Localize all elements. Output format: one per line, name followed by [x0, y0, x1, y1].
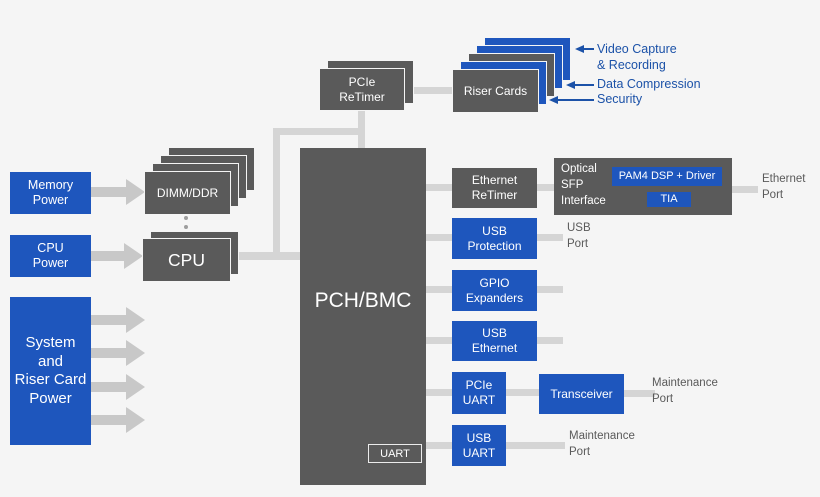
node-pcie-uart: PCIe UART [452, 372, 506, 414]
connector-line [426, 389, 452, 396]
label-maintenance-port-bottom: Maintenance Port [569, 430, 635, 458]
arrow-right-icon [126, 179, 145, 205]
arrow-shaft [91, 315, 127, 325]
node-system-riser-power: System and Riser Card Power [10, 297, 91, 445]
annotation-line [556, 99, 594, 101]
connector-line [537, 337, 563, 344]
connector-line [273, 128, 280, 260]
annotation-line [582, 48, 594, 50]
dotted-connector [184, 216, 188, 238]
optical-sfp-label: Optical SFP Interface [561, 163, 606, 207]
node-ethernet-retimer: Ethernet ReTimer [452, 168, 537, 208]
node-gpio-expanders: GPIO Expanders [452, 270, 537, 311]
arrow-right-icon [126, 407, 145, 433]
arrow-left-icon [549, 96, 558, 104]
annotation-security: Security [597, 92, 643, 106]
connector-line [408, 87, 453, 94]
node-cpu: CPU [143, 239, 230, 281]
node-tia: TIA [647, 192, 691, 207]
connector-line [537, 234, 563, 241]
arrow-right-icon [126, 307, 145, 333]
arrow-right-icon [126, 374, 145, 400]
connector-line [426, 234, 452, 241]
node-usb-ethernet: USB Ethernet [452, 321, 537, 361]
node-transceiver: Transceiver [539, 374, 624, 414]
connector-line [273, 128, 365, 135]
arrow-shaft [91, 415, 127, 425]
arrow-shaft [91, 251, 125, 261]
node-usb-uart: USB UART [452, 425, 506, 466]
connector-line [506, 389, 539, 396]
connector-line [426, 184, 452, 191]
node-pam4-dsp-driver: PAM4 DSP + Driver [612, 167, 722, 186]
node-memory-power: Memory Power [10, 172, 91, 214]
connector-line [537, 184, 554, 191]
label-usb-port: USB Port [567, 222, 591, 250]
connector-line [506, 442, 565, 449]
node-pcie-retimer: PCIe ReTimer [320, 69, 404, 110]
arrow-shaft [91, 348, 127, 358]
connector-line [228, 252, 300, 260]
node-optical-sfp-interface: Optical SFP Interface PAM4 DSP + Driver … [554, 158, 732, 215]
arrow-left-icon [566, 81, 575, 89]
node-dimm-ddr: DIMM/DDR [145, 172, 230, 214]
annotation-data-compression: Data Compression [597, 77, 701, 91]
connector-line [537, 286, 563, 293]
node-cpu-power: CPU Power [10, 235, 91, 277]
label-ethernet-port: Ethernet Port [762, 173, 806, 201]
connector-line [426, 442, 452, 449]
connector-line [624, 390, 655, 397]
connector-line [426, 337, 452, 344]
connector-line [732, 186, 758, 193]
connector-line [426, 286, 452, 293]
annotation-video-capture: Video Capture & Recording [597, 42, 677, 72]
node-usb-protection: USB Protection [452, 218, 537, 259]
arrow-shaft [91, 382, 127, 392]
node-uart: UART [368, 444, 422, 463]
arrow-left-icon [575, 45, 584, 53]
node-riser-cards: Riser Cards [453, 70, 538, 112]
node-pch-bmc: PCH/BMC [300, 148, 426, 485]
label-maintenance-port-top: Maintenance Port [652, 377, 718, 405]
arrow-right-icon [124, 243, 143, 269]
arrow-shaft [91, 187, 127, 197]
arrow-right-icon [126, 340, 145, 366]
annotation-line [573, 84, 594, 86]
